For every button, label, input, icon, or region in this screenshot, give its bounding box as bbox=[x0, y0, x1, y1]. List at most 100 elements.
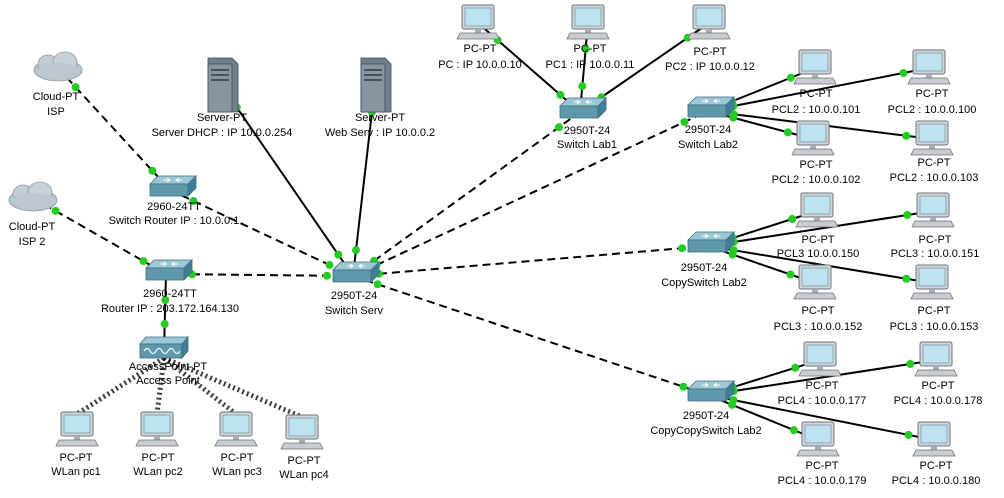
port-status-dot bbox=[139, 257, 148, 266]
pc-icon[interactable] bbox=[55, 411, 99, 447]
pc-icon[interactable] bbox=[907, 49, 951, 85]
cloud-icon[interactable] bbox=[33, 51, 83, 82]
device-model-label: PC-PT bbox=[918, 305, 951, 317]
pc-icon[interactable] bbox=[910, 120, 954, 156]
port-status-dot bbox=[325, 260, 334, 269]
cloud-icon[interactable] bbox=[8, 181, 58, 212]
link-server_web-sw_serv[interactable] bbox=[352, 85, 376, 277]
server-icon[interactable] bbox=[207, 57, 239, 113]
pc-icon[interactable] bbox=[910, 264, 954, 300]
link-sw_router-sw_serv[interactable] bbox=[169, 189, 354, 277]
pc-icon[interactable] bbox=[912, 421, 956, 457]
switch-icon[interactable] bbox=[687, 231, 735, 253]
device-model-label: PC-PT bbox=[920, 460, 953, 472]
port-status-dot bbox=[373, 280, 382, 289]
pc-icon[interactable] bbox=[793, 264, 837, 300]
device-name-label: PCL4 : 10.0.0.178 bbox=[894, 395, 983, 407]
device-name-label: PCL3 : 10.0.0.151 bbox=[891, 248, 980, 260]
link-sw_copylab2-pcl3_151[interactable] bbox=[707, 210, 934, 247]
link-sw_copycopylab2-pcl4_178[interactable] bbox=[707, 359, 937, 396]
link-sw_copycopylab2-pcl4_180[interactable] bbox=[707, 394, 935, 441]
link-sw_serv-sw_lab1[interactable] bbox=[352, 111, 581, 277]
device-name-label: Switch Lab1 bbox=[557, 139, 617, 151]
link-sw_router2-sw_serv[interactable] bbox=[165, 273, 354, 277]
switch-icon[interactable] bbox=[687, 96, 735, 118]
switch-icon[interactable] bbox=[145, 259, 193, 281]
device-name-label: PCL2 : 10.0.0.103 bbox=[890, 172, 979, 184]
pc-icon[interactable] bbox=[795, 192, 839, 228]
pc-icon[interactable] bbox=[911, 192, 955, 228]
pc-icon[interactable] bbox=[793, 49, 837, 85]
pc-icon[interactable] bbox=[687, 4, 731, 40]
pc-icon[interactable] bbox=[280, 414, 324, 450]
link-sw_copycopylab2-pcl4_179[interactable] bbox=[707, 394, 819, 441]
link-sw_serv-sw_lab2[interactable] bbox=[352, 110, 709, 277]
pc-icon[interactable] bbox=[791, 120, 835, 156]
device-name-label: WLan pc4 bbox=[279, 469, 329, 481]
link-sw_serv-sw_copycopylab2[interactable] bbox=[352, 275, 709, 396]
device-name-label: Switch Lab2 bbox=[678, 139, 738, 151]
pc-icon[interactable] bbox=[914, 341, 958, 377]
device-model-label: PC-PT bbox=[802, 234, 835, 246]
pc-icon[interactable] bbox=[214, 411, 258, 447]
server-icon[interactable] bbox=[360, 57, 392, 113]
access-point-icon[interactable] bbox=[139, 336, 189, 359]
pc-icon[interactable] bbox=[796, 421, 840, 457]
switch-icon[interactable] bbox=[687, 380, 735, 402]
pc-icon[interactable] bbox=[798, 341, 842, 377]
device-name-label: WLan pc1 bbox=[51, 466, 101, 478]
link-sw_serv-sw_copylab2[interactable] bbox=[352, 245, 709, 277]
link-sw_lab2-pcl2_100[interactable] bbox=[707, 67, 930, 112]
wireless-link-wlan3 bbox=[162, 356, 238, 416]
switch-icon[interactable] bbox=[149, 175, 197, 197]
device-name-label: Router IP : 203.172.164.130 bbox=[101, 303, 239, 315]
port-status-dot bbox=[51, 206, 60, 215]
switch-icon[interactable] bbox=[559, 97, 607, 119]
port-status-dot bbox=[323, 271, 332, 280]
device-model-label: PC-PT bbox=[806, 460, 839, 472]
device-name-label: Web Serv : IP 10.0.0.2 bbox=[325, 127, 435, 139]
pc-icon[interactable] bbox=[135, 411, 179, 447]
device-name-label: CopySwitch Lab2 bbox=[661, 277, 747, 289]
switch-icon[interactable] bbox=[332, 261, 380, 283]
link-server_dhcp-sw_serv[interactable] bbox=[221, 85, 354, 277]
port-status-dot bbox=[904, 430, 913, 439]
pc-icon[interactable] bbox=[566, 4, 610, 40]
pc-icon[interactable] bbox=[456, 4, 500, 40]
port-status-dot bbox=[554, 123, 563, 132]
device-model-label: Server-PT bbox=[197, 112, 247, 124]
device-name-label: Access Point bbox=[136, 375, 200, 387]
port-status-dot bbox=[791, 363, 800, 372]
